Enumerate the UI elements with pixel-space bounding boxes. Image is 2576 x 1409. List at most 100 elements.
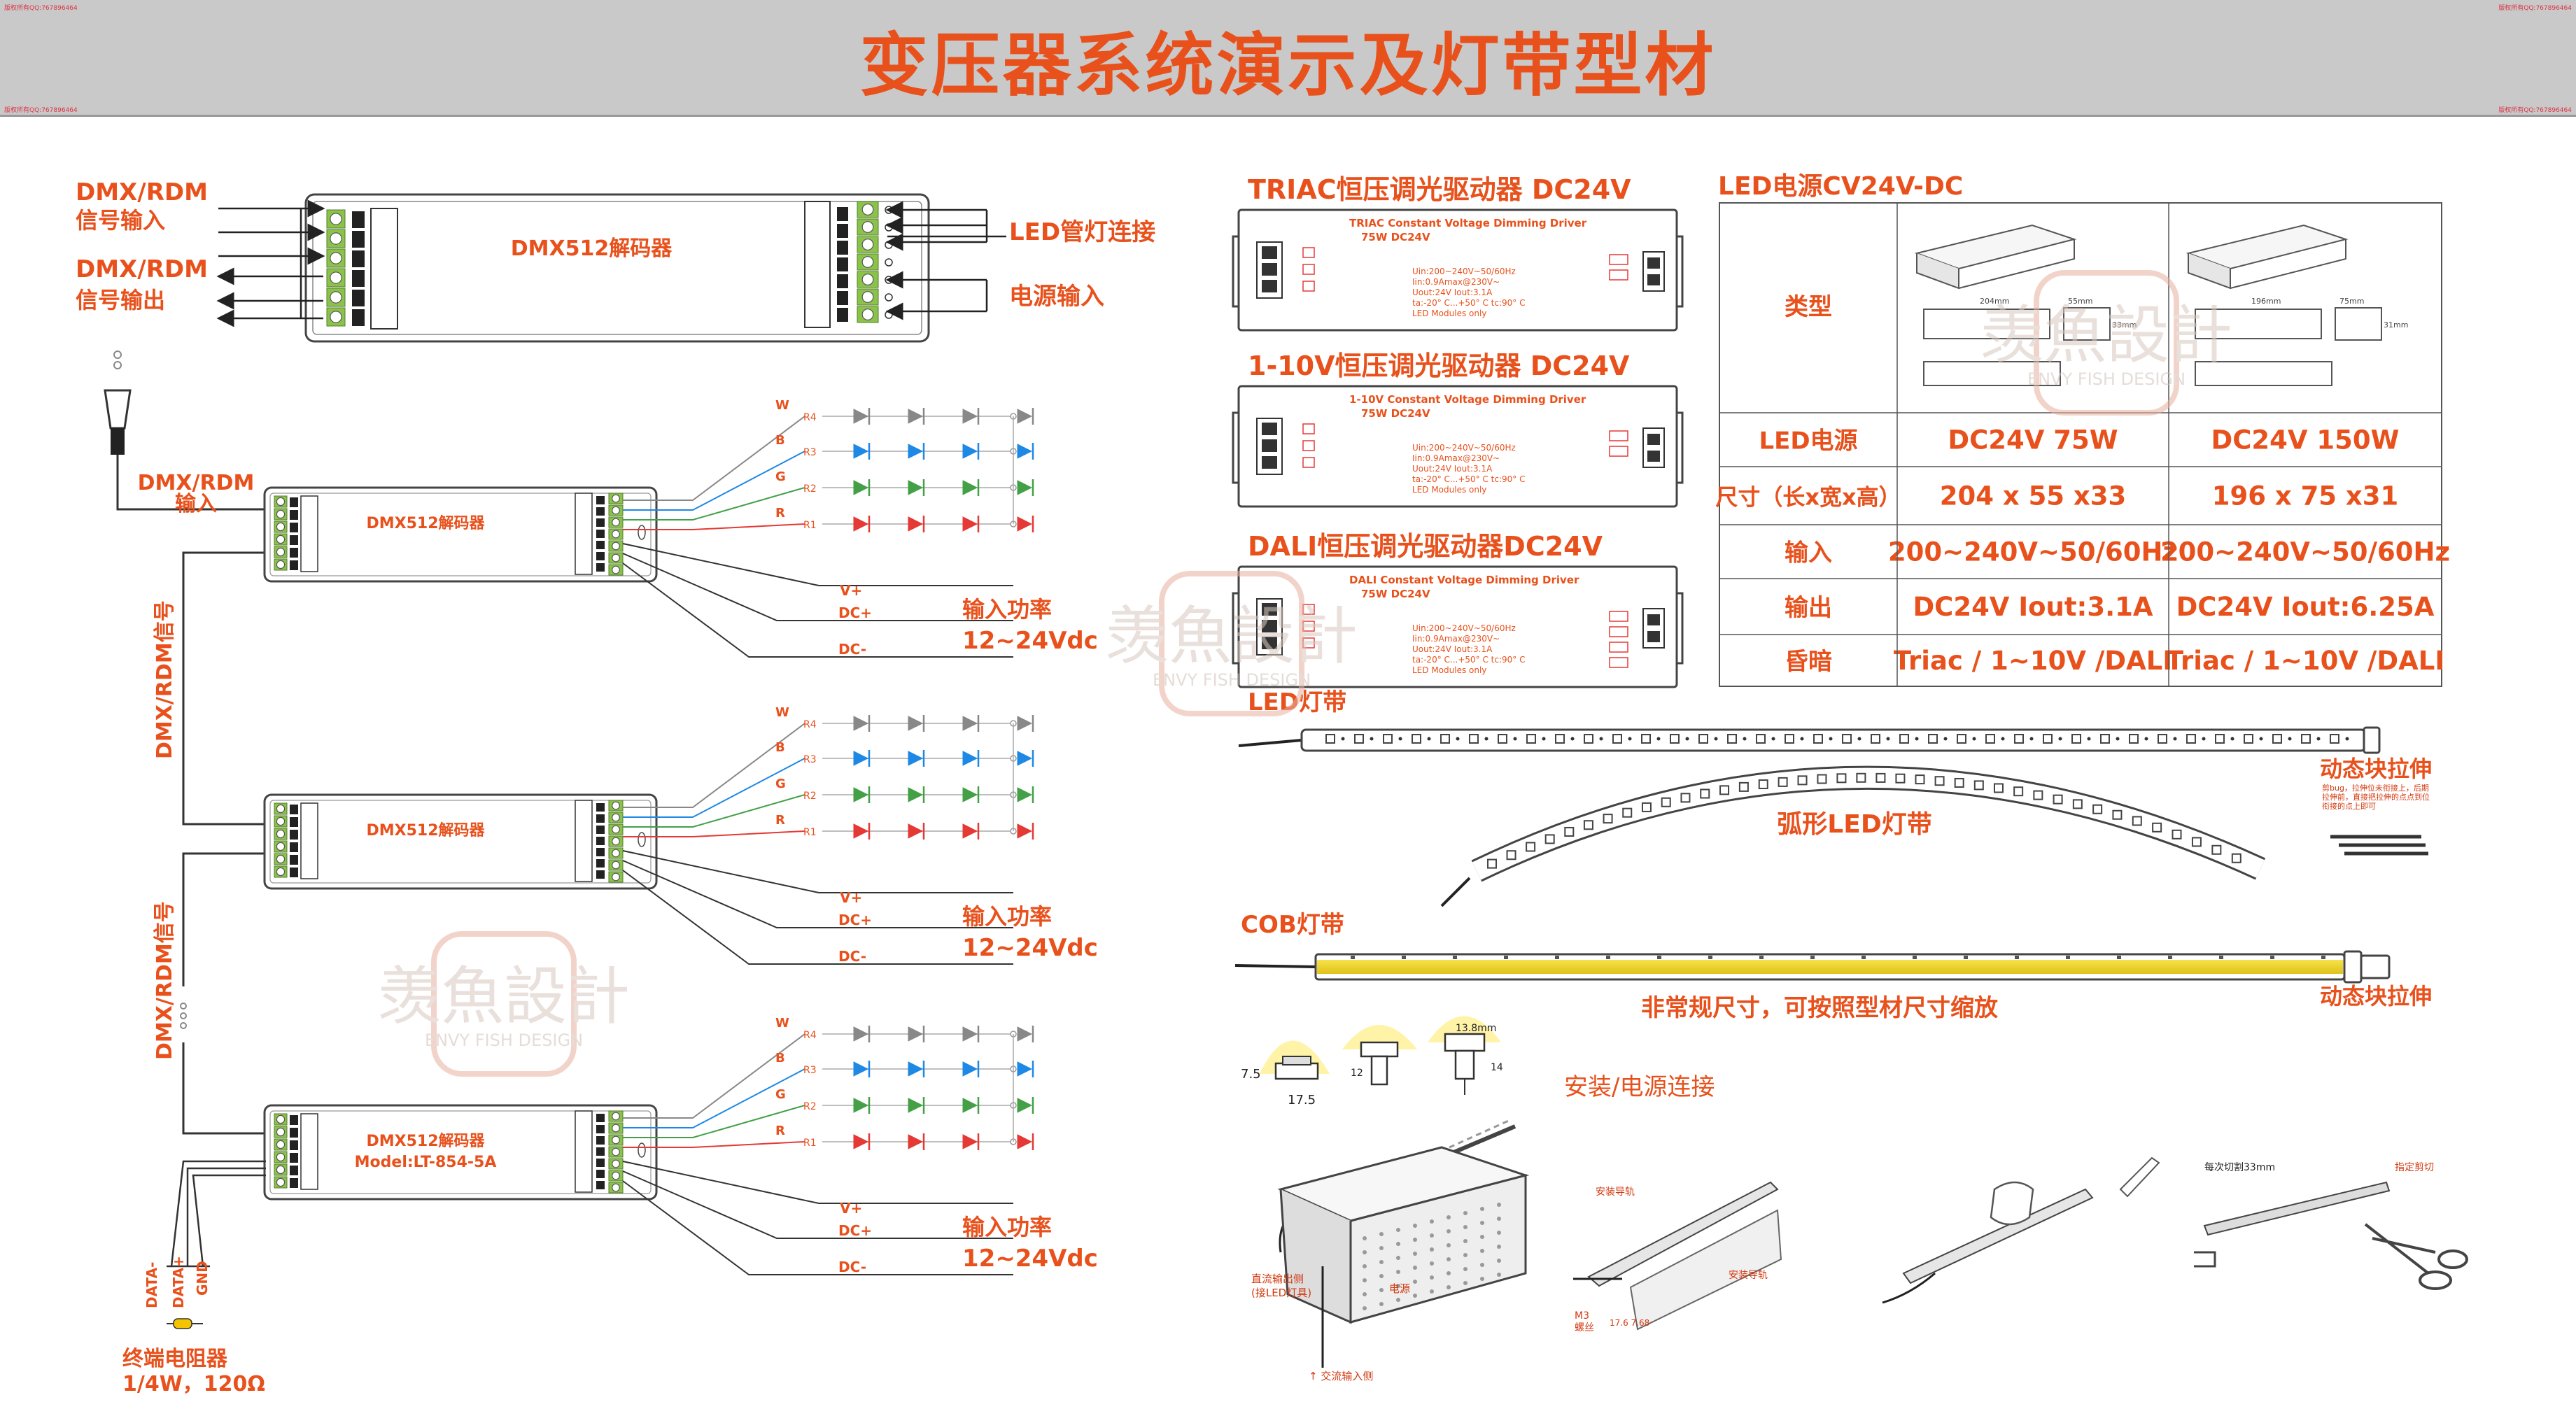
driver-tab <box>1232 592 1239 665</box>
psu-vent <box>1497 1245 1501 1249</box>
psu-dim: 196mm <box>2251 297 2281 306</box>
led-diode <box>853 1061 869 1077</box>
led-dot <box>1370 737 1374 741</box>
terminal-screw <box>885 258 893 267</box>
terminal-screw <box>612 801 620 810</box>
table-cell: 204 x 55 x33 <box>1940 481 2127 511</box>
terminal-screw <box>612 861 620 870</box>
led-chip <box>1325 734 1335 744</box>
arc-led-chip <box>2211 844 2222 855</box>
table-cell: 200~240V~50/60Hz <box>2160 537 2450 567</box>
terminal-pin <box>596 552 605 560</box>
psu-vent <box>1379 1288 1384 1292</box>
psu-front-view <box>1923 309 2050 339</box>
led-chip <box>1555 734 1565 744</box>
channel-letter: B <box>775 433 785 448</box>
psu-dim: 33mm <box>2112 320 2137 330</box>
psu-vent <box>1396 1284 1400 1288</box>
psu-vent <box>1363 1278 1367 1282</box>
driver-terminal-tag <box>1302 264 1315 275</box>
power-range: 12~24Vdc <box>962 627 1098 655</box>
psu-vent <box>1379 1302 1384 1306</box>
terminal-screw <box>612 530 620 539</box>
terminator-resistor <box>167 1160 266 1329</box>
chain-input-label-2: 输入 <box>175 492 217 516</box>
driver-tab <box>1232 235 1239 308</box>
led-chip <box>2100 734 2110 744</box>
terminal-screw <box>276 534 286 544</box>
arc-led-chip <box>1856 772 1866 783</box>
driver-terminal <box>1262 603 1277 616</box>
cob-tick <box>1657 956 1661 959</box>
watermark-text: 羡魚設計 <box>378 960 630 1033</box>
dynamic-stretch-note: 剪bug，拉伸位未衔接上，后期拉伸前，直接把拉伸的点点到位衔接的点上即可 <box>2322 784 2430 811</box>
arc-led-strip <box>1440 765 2266 907</box>
watermark-frame <box>1159 571 1304 716</box>
channel-letter: R <box>775 1124 785 1138</box>
driver-heading: DALI恒压调光驱动器DC24V <box>1248 531 1603 562</box>
psu-dim: 55mm <box>2068 297 2092 306</box>
terminal-pin <box>596 507 605 516</box>
terminal-pin <box>596 837 605 845</box>
terminal-pin <box>837 241 848 255</box>
driver-terminal <box>1262 439 1277 452</box>
terminal-pin <box>596 1114 605 1122</box>
led-chip <box>1383 734 1393 744</box>
terminal-pin <box>596 530 605 538</box>
led-chip <box>1469 734 1479 744</box>
driver-rating: 75W DC24V <box>1361 407 1430 420</box>
led-chip <box>1440 734 1450 744</box>
driver-out-tag <box>1609 446 1628 457</box>
power-range: 12~24Vdc <box>962 1245 1098 1273</box>
led-diode <box>962 409 978 424</box>
rail-label: 安装导轨 <box>1596 1187 1635 1198</box>
terminal-screw <box>861 221 874 233</box>
driver-tab <box>1232 411 1239 484</box>
decoder-body <box>263 1104 658 1201</box>
psu-vent <box>1480 1221 1484 1225</box>
table-cell: DC24V 150W <box>2211 425 2400 455</box>
led-dot <box>2001 737 2005 741</box>
dcminus-wire <box>622 562 1013 658</box>
rail-label: R1 <box>803 827 817 838</box>
terminal-pin <box>290 535 298 545</box>
terminal-pin <box>596 803 605 812</box>
terminal-screw <box>276 547 286 557</box>
cob-tick <box>1964 956 1968 959</box>
terminal-screw <box>330 291 342 304</box>
dmx-in-label-2: 信号输入 <box>76 207 165 234</box>
driver-spec: Iin:0.9Amax@230V~ <box>1412 453 1500 463</box>
watermark-subtext: ENVY FISH DESIGN <box>1153 670 1311 690</box>
terminal-pin <box>290 1153 298 1163</box>
hand-install <box>1882 1156 2160 1304</box>
psu-vent <box>1413 1224 1417 1228</box>
led-chip <box>1412 734 1421 744</box>
rail-label: R3 <box>803 1065 817 1076</box>
terminal-screw <box>612 518 620 527</box>
cob-tick <box>1810 956 1815 959</box>
cob-tick <box>1453 956 1457 959</box>
led-diode <box>908 823 924 839</box>
terminal-pin <box>837 224 848 238</box>
terminal-pin <box>290 1115 298 1125</box>
rail-label: R3 <box>803 754 817 765</box>
label-strip <box>575 1110 593 1193</box>
led-chip <box>2215 734 2225 744</box>
led-diode <box>853 516 869 532</box>
cut-strip-samples <box>2330 835 2428 856</box>
chain-input-label: DMX/RDM <box>138 471 255 495</box>
cob-tick <box>1913 956 1917 959</box>
terminal-pin <box>596 1170 605 1178</box>
led-diode <box>1017 751 1033 766</box>
terminal-pin <box>596 563 605 572</box>
terminal-screw <box>612 1159 620 1168</box>
terminal-pin <box>290 1140 298 1150</box>
terminal-pin <box>596 1125 605 1133</box>
terminal-screw <box>612 872 620 881</box>
terminal-pin <box>596 518 605 527</box>
led-chip <box>2129 734 2139 744</box>
driver-spec: LED Modules only <box>1412 309 1486 318</box>
cob-tick <box>1606 956 1610 959</box>
